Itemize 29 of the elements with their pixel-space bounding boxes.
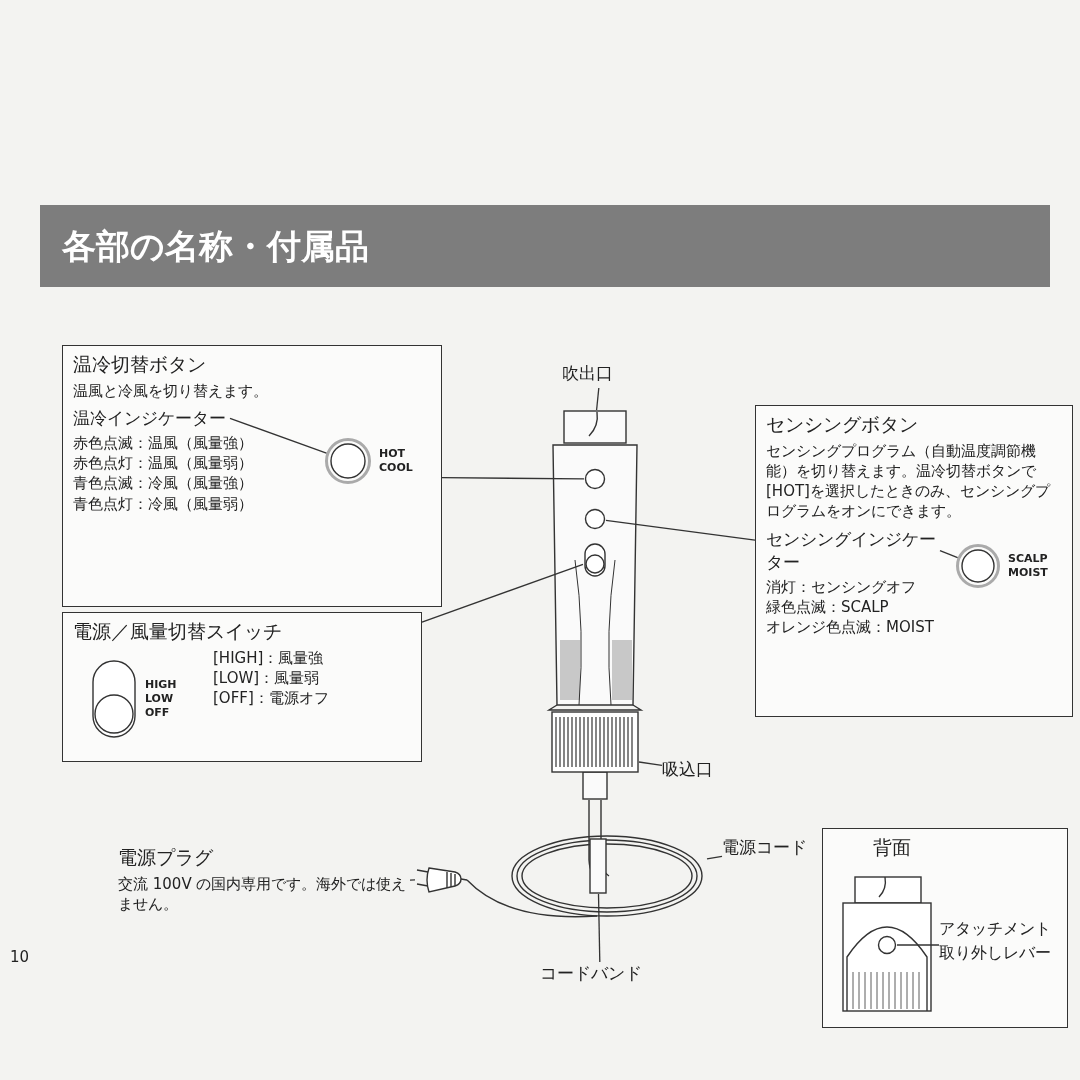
description-text: センシングプログラム（自動温度調節機能）を切り替えます。温冷切替ボタンで[HOT]を選択したときのみ、センシングプログラムをオンにできます。 [766,440,1052,522]
heading-text: センシングボタン [766,412,918,437]
indicator-label: HOT [379,447,407,461]
section-heading: 各部の名称・付属品 [40,205,1050,287]
indicator-heading: 温冷インジケーター [73,406,226,430]
indicator-heading: センシングインジケーター [766,527,936,574]
status-text: 赤色点灯：温風（風量弱） [73,453,253,474]
indicator-label: MOIST [1008,565,1048,580]
status-text: オレンジ色点滅：MOIST [766,617,934,638]
indicator-label: HIGH [145,678,177,692]
indicator-label: COOL [379,460,413,475]
heading-text: 背面 [873,835,911,860]
indicator-label: OFF [145,705,171,720]
heading-text: 電源／風量切替スイッチ [73,619,282,644]
status-text: [LOW]：風量弱 [213,667,320,689]
heading-text: 電源プラグ [118,845,213,870]
indicator-label: LOW [145,691,175,706]
status-text: 赤色点滅：温風（風量強） [73,432,253,454]
status-text: 青色点灯：冷風（風量弱） [73,493,253,514]
status-text: [HIGH]：風量強 [213,647,324,668]
page-number: 10 [10,948,30,966]
description-text: 交流 100V の国内専用です。海外では使えません。 [118,873,408,915]
description-text: 温風と冷風を切り替えます。 [73,380,268,401]
indicator-label: SCALP [1008,552,1048,566]
status-text: [OFF]：電源オフ [213,688,329,709]
heading-text: 温冷切替ボタン [73,352,206,377]
status-text: 青色点滅：冷風（風量強） [73,473,253,494]
status-text: 緑色点滅：SCALP [766,596,889,617]
status-text: 消灯：センシングオフ [766,576,916,597]
